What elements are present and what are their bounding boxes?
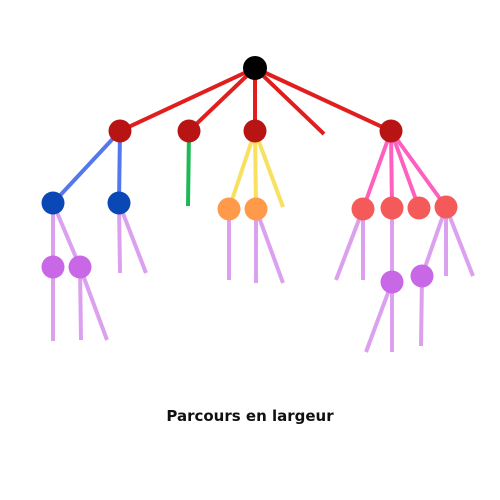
edge-c2-leaf2 (254, 208, 285, 284)
level1-node-c (243, 119, 267, 143)
diagram-caption: Parcours en largeur (166, 407, 334, 425)
level3-node-x (41, 255, 65, 279)
level2-node-a1 (41, 191, 65, 215)
level2-node-c1 (217, 197, 241, 221)
level2-node-a2 (107, 191, 131, 215)
edge-y-leaf1 (78, 266, 83, 341)
edge-root-b (187, 66, 257, 133)
level2-node-c2 (244, 197, 268, 221)
edge-b-leaf (186, 130, 191, 207)
edge-a-a2 (117, 130, 122, 204)
edge-w-leaf (419, 275, 424, 347)
edge-e1-leaf1 (334, 208, 365, 281)
edge-root-a (119, 66, 256, 133)
edge-e4-w (420, 206, 448, 277)
level3-node-z (380, 270, 404, 294)
level1-node-e (379, 119, 403, 143)
edge-e-e4 (389, 129, 448, 209)
edge-root-d (253, 66, 326, 136)
edge-y-leaf2 (78, 266, 109, 341)
edge-a-a1 (51, 129, 122, 205)
level2-node-e1 (351, 197, 375, 221)
tree-nodes (41, 56, 458, 294)
edge-root-e (254, 66, 392, 133)
level3-node-y (68, 255, 92, 279)
level2-node-e2 (380, 196, 404, 220)
level1-node-b (177, 119, 201, 143)
edge-a2-leaf1 (117, 202, 122, 274)
edge-a1-y (51, 202, 82, 268)
edge-e-e2 (389, 130, 394, 209)
edge-e-e1 (361, 130, 393, 210)
level2-node-e3 (407, 196, 431, 220)
edge-e4-leaf2 (444, 206, 475, 277)
edge-c-leaf (253, 130, 285, 208)
edge-a2-leaf2 (117, 202, 148, 274)
level3-node-w (410, 264, 434, 288)
root-node (243, 56, 267, 80)
edge-c-c1 (227, 130, 257, 210)
level2-node-e4 (434, 195, 458, 219)
tree-edges (51, 66, 475, 353)
level1-node-a (108, 119, 132, 143)
edge-e-e3 (389, 130, 421, 209)
edge-z-leaf1 (364, 281, 394, 353)
edge-c-c2 (253, 130, 258, 210)
